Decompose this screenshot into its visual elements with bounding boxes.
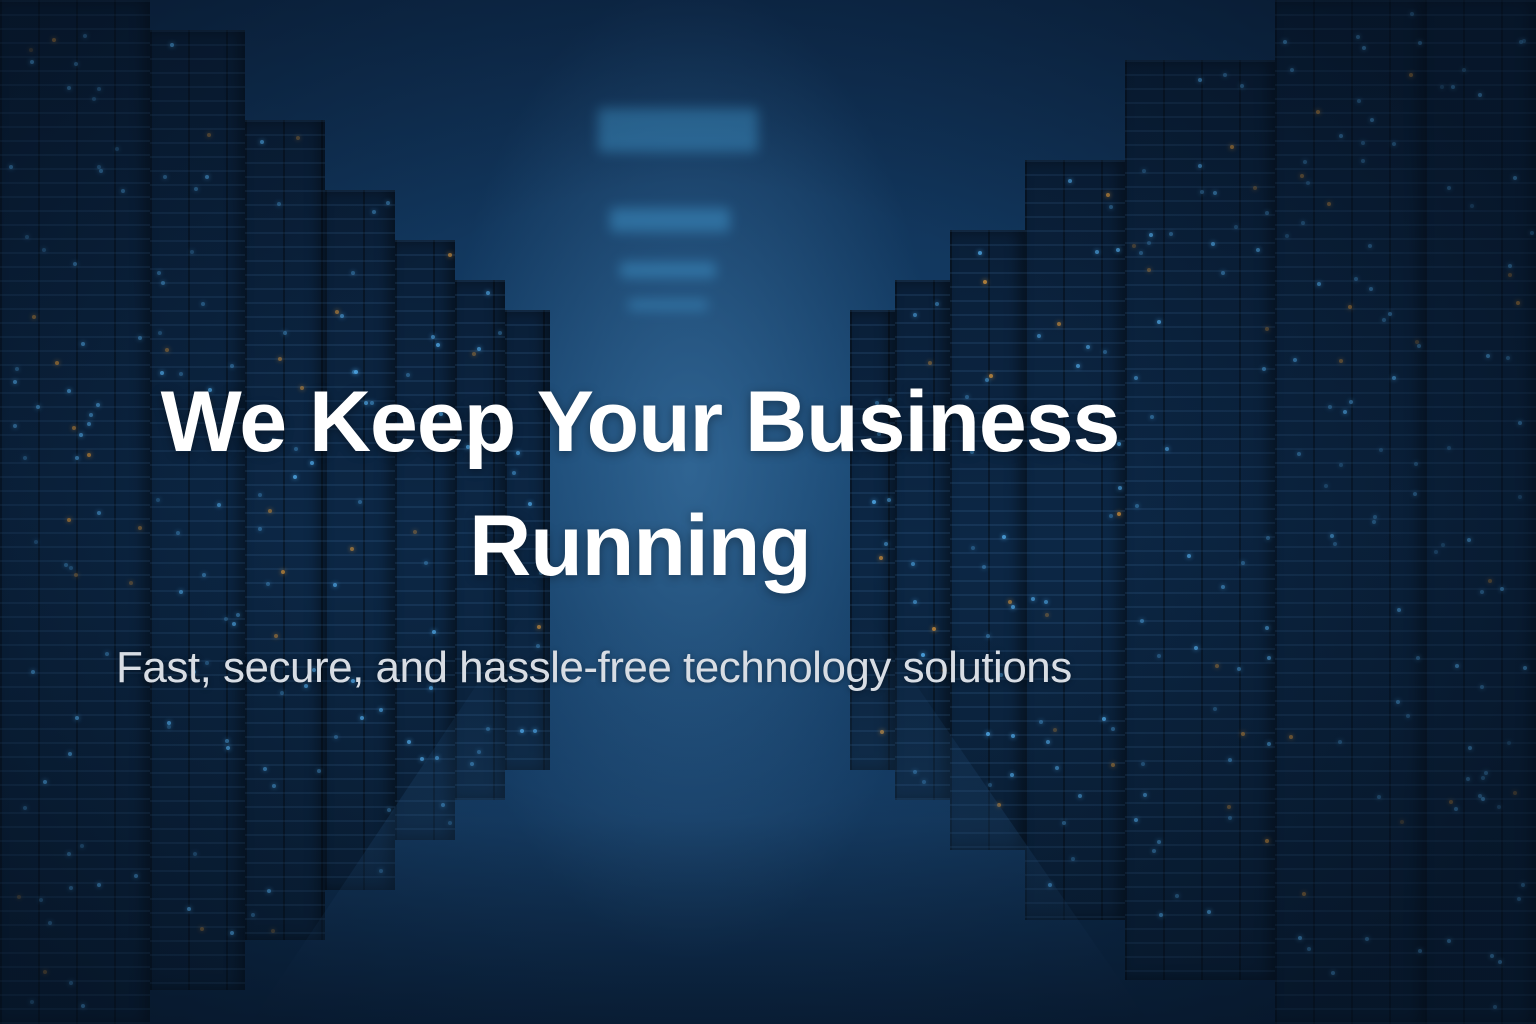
- hero-headline-line-1: We Keep Your Business: [160, 374, 1121, 470]
- hero-headline-line-2: Running: [469, 498, 812, 594]
- hero-subheadline: Fast, secure, and hassle-free technology…: [116, 643, 1072, 692]
- hero-headline: We Keep Your Business Running: [100, 360, 1180, 608]
